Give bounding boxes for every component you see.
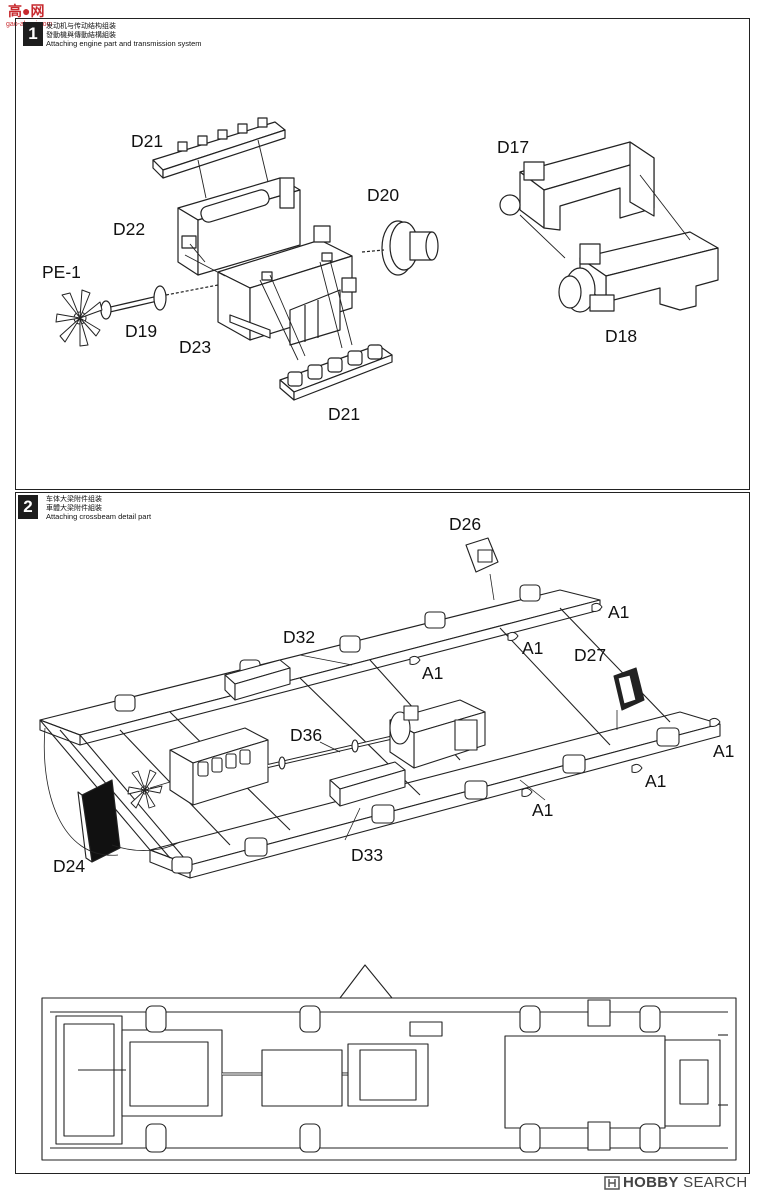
part-d21-bottom-plate [279,344,393,401]
step1-caption-cn-traditional: 發動機與傳動結構組裝 [46,31,116,39]
engine-assembly [169,727,269,806]
hobbysearch-watermark: HOBBY SEARCH [623,1175,747,1190]
label-d17: D17 [497,137,530,157]
label-d21-bottom: D21 [328,404,361,424]
step2-caption-cn-simplified: 车体大梁附件组装 [46,496,102,503]
label-d19: D19 [125,321,158,341]
label-pe1: PE-1 [42,262,81,282]
chassis-far-rail [39,589,601,746]
part-d23-engine [217,225,357,346]
label-a1-6: A1 [532,800,554,820]
step1-number: 1 [23,22,43,46]
a1-parts [409,602,721,797]
label-d20: D20 [367,185,400,205]
label-d26: D26 [449,514,482,534]
label-d27: D27 [574,645,607,665]
step1-panel [15,18,750,490]
part-pe1-fan [55,289,103,347]
hobbysearch-logo-icon [604,1176,620,1190]
label-d36: D36 [290,725,323,745]
label-a1-2: A1 [522,638,544,658]
step2-number: 2 [18,495,38,519]
chassis-near-rail [149,711,721,879]
chassis-top-view [41,964,737,1161]
part-d18-housing [558,231,719,313]
label-a1-5: A1 [645,771,667,791]
part-d27 [613,667,645,711]
label-d23: D23 [179,337,212,357]
label-d33: D33 [351,845,384,865]
hobbysearch-rest: SEARCH [678,1174,748,1191]
label-a1-3: A1 [422,663,444,683]
step1-caption-en: Attaching engine part and transmission s… [46,39,202,48]
part-d19-shaft [100,284,219,320]
step2-caption-cn-traditional: 車體大梁附件組裝 [46,504,102,512]
hobbysearch-bold: HOBBY [623,1174,679,1191]
part-d17-housing [499,141,655,231]
label-d24: D24 [53,856,86,876]
step2-caption-en: Attaching crossbeam detail part [46,512,152,521]
part-d22-block [177,177,301,276]
part-d33-crossbeam [329,761,406,807]
site-watermark: 高●网 [8,3,45,19]
step2-caption: 车体大梁附件组装 車體大梁附件組裝 Attaching crossbeam de… [46,496,151,522]
step2-panel [15,492,750,1174]
label-a1-4: A1 [713,741,735,761]
part-d32-crossbeam [224,659,291,701]
label-a1-1: A1 [608,602,630,622]
step1-caption: 发动机与传动结构组装 發動機與傳動結構組裝 Attaching engine p… [46,23,202,49]
label-d22: D22 [113,219,146,239]
step1-caption-cn-simplified: 发动机与传动结构组装 [46,23,116,30]
part-d36-driveshaft [267,736,391,770]
near-rail-brackets [171,727,680,874]
label-d18: D18 [605,326,638,346]
part-d26 [465,537,499,573]
label-d21-top: D21 [131,131,164,151]
gearbox-assembly [389,699,486,769]
part-d24-radiator [77,779,121,863]
part-d21-top-plate [152,117,286,179]
engine-fan [127,769,171,809]
label-d32: D32 [283,627,316,647]
part-d20-disc [361,220,439,276]
